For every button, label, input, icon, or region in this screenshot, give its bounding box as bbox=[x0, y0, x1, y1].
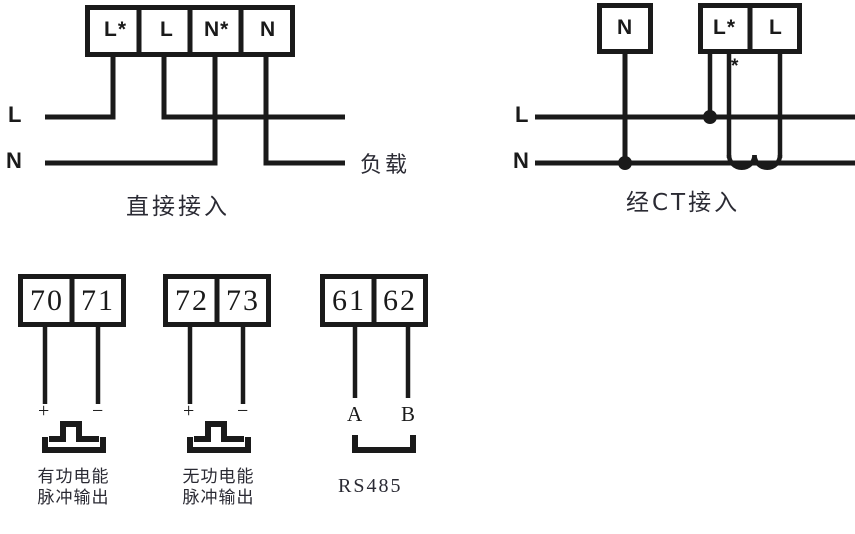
reactive-polarity-minus: − bbox=[237, 400, 249, 422]
direct-terminal-label-0: L* bbox=[104, 18, 127, 41]
direct-wire-lstar bbox=[45, 56, 116, 120]
active-pulse-caption-line1: 有功电能 bbox=[37, 467, 110, 487]
direct-connection-group bbox=[45, 5, 345, 166]
direct-terminal-label-1: L bbox=[160, 18, 174, 41]
active-polarity-plus: + bbox=[38, 400, 50, 422]
reactive-pulse-bracket bbox=[187, 437, 251, 453]
ct-connection-group bbox=[535, 3, 855, 170]
direct-connection-caption: 直接接入 bbox=[126, 194, 230, 220]
active-pulse-caption-line2: 脉冲输出 bbox=[37, 488, 110, 508]
reactive-pulse-waveform bbox=[194, 421, 244, 442]
ct-junction-dot-l bbox=[703, 110, 717, 124]
active-pulse-group bbox=[18, 274, 126, 453]
active-terminal-label-0: 70 bbox=[30, 284, 64, 317]
reactive-pulse-group bbox=[163, 274, 271, 453]
reactive-terminal-label-1: 73 bbox=[226, 284, 260, 317]
direct-load-label: 负载 bbox=[360, 153, 411, 178]
ct-coil-loop-2 bbox=[752, 154, 783, 170]
active-pulse-bracket bbox=[42, 437, 106, 453]
rs485-terminal-label-0: 61 bbox=[332, 284, 366, 317]
reactive-polarity-plus: + bbox=[183, 400, 195, 422]
reactive-pulse-caption-line1: 无功电能 bbox=[182, 467, 255, 487]
direct-wire-n bbox=[263, 56, 345, 166]
active-terminal-label-1: 71 bbox=[81, 284, 115, 317]
direct-terminal-label-2: N* bbox=[204, 18, 230, 41]
ct-connection-caption: 经CT接入 bbox=[626, 190, 741, 216]
ct-terminal-label-l: L bbox=[769, 16, 783, 39]
active-pulse-waveform bbox=[49, 421, 99, 442]
direct-rail-label-l: L bbox=[8, 102, 22, 127]
ct-polarity-star: * bbox=[731, 56, 739, 77]
rs485-pin-label-b: B bbox=[401, 402, 416, 426]
direct-rail-label-n: N bbox=[6, 148, 22, 173]
direct-wire-l bbox=[161, 56, 345, 120]
active-polarity-minus: − bbox=[92, 400, 104, 422]
rs485-group bbox=[320, 274, 428, 453]
ct-terminal-n-outline bbox=[597, 3, 653, 54]
direct-terminal-label-3: N bbox=[260, 18, 277, 41]
direct-wire-nstar bbox=[45, 56, 218, 166]
rs485-terminal-label-1: 62 bbox=[383, 284, 417, 317]
ct-terminal-label-n: N bbox=[617, 16, 634, 39]
reactive-pulse-caption-line2: 脉冲输出 bbox=[182, 488, 255, 508]
ct-rail-label-l: L bbox=[515, 102, 529, 127]
rs485-caption: RS485 bbox=[338, 475, 403, 497]
ct-terminal-label-lstar: L* bbox=[713, 16, 736, 39]
ct-rail-label-n: N bbox=[513, 148, 529, 173]
ct-junction-dot-n bbox=[618, 156, 632, 170]
reactive-terminal-label-0: 72 bbox=[175, 284, 209, 317]
rs485-pin-label-a: A bbox=[347, 402, 363, 426]
rs485-bracket bbox=[352, 435, 416, 453]
